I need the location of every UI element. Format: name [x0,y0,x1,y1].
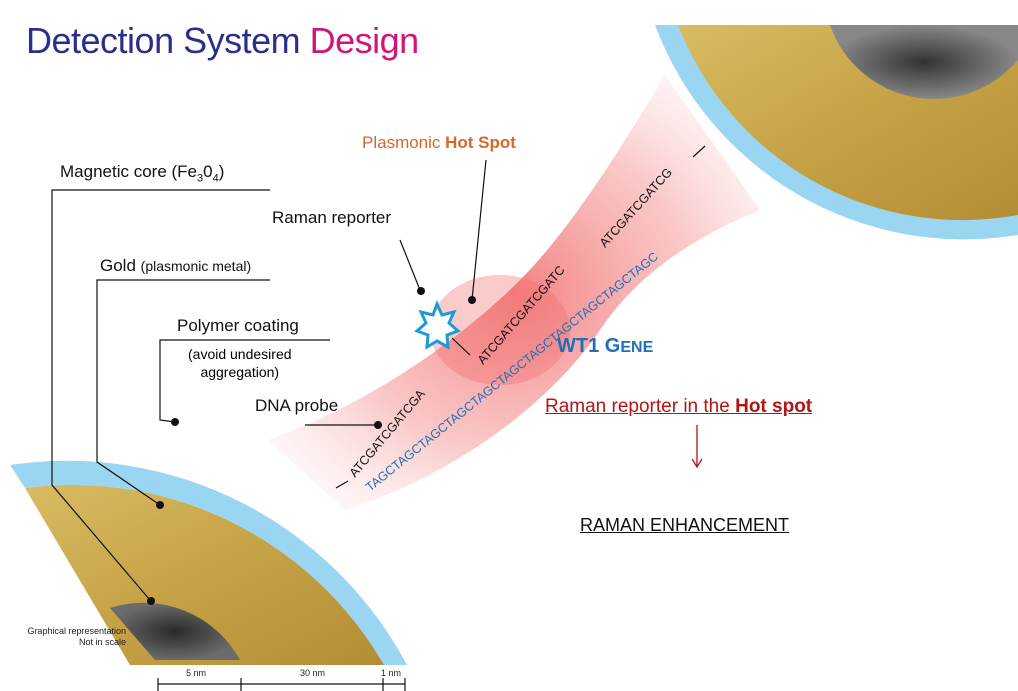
scale-label-1nm: 1 nm [381,668,401,678]
result-arrow [691,425,703,469]
scale-label-5nm: 5 nm [186,668,206,678]
plasmonic-field [268,75,760,510]
result-raman-enhancement: RAMAN ENHANCEMENT [580,515,790,535]
page-title: Detection System Design [26,20,419,62]
gene-label: WT1 GENE [557,335,654,357]
label-magnetic-core: Magnetic core (Fe304) [60,162,225,185]
leader-polymer [159,339,330,423]
scale-note: Graphical representation Not in scale [27,626,126,647]
dot-dna-probe [374,421,382,429]
dot-magnetic-core [147,597,155,605]
leader-magnetic-core [51,189,270,601]
label-polymer-coating: Polymer coating [177,316,299,335]
leader-gold [96,279,270,506]
reporter-link [451,337,471,356]
result-reporter-hotspot: Raman reporter in the Hot spot [545,396,813,417]
probe-anchor-left [335,480,349,489]
label-gold: Gold (plasmonic metal) [100,256,252,275]
leader-raman-reporter [399,239,421,291]
nanoparticle-right [655,25,1018,240]
dot-gold [156,501,164,509]
gold-shell-left [25,484,384,665]
scale-label-30nm: 30 nm [300,668,325,678]
label-plasmonic-hot-spot: Plasmonic Hot Spot [362,133,516,152]
label-raman-reporter: Raman reporter [272,208,392,227]
label-polymer-note: (avoid undesired aggregation) [188,346,292,380]
title-part2: Design [309,20,420,61]
hotspot-glow [430,275,570,385]
magnetic-core-left [110,602,240,660]
magnetic-core-right [830,25,1018,100]
probe-anchor-right [692,145,706,158]
nanoparticle-left [10,460,407,665]
leader-hotspot [471,159,487,301]
label-dna-probe: DNA probe [255,396,339,415]
raman-reporter-star-icon [414,300,461,350]
dot-polymer [171,418,179,426]
title-part1: Detection System [26,20,301,61]
dot-raman-reporter [417,287,425,295]
scale-bar [157,678,406,691]
polymer-coating-left [10,460,407,665]
dot-hotspot [468,296,476,304]
